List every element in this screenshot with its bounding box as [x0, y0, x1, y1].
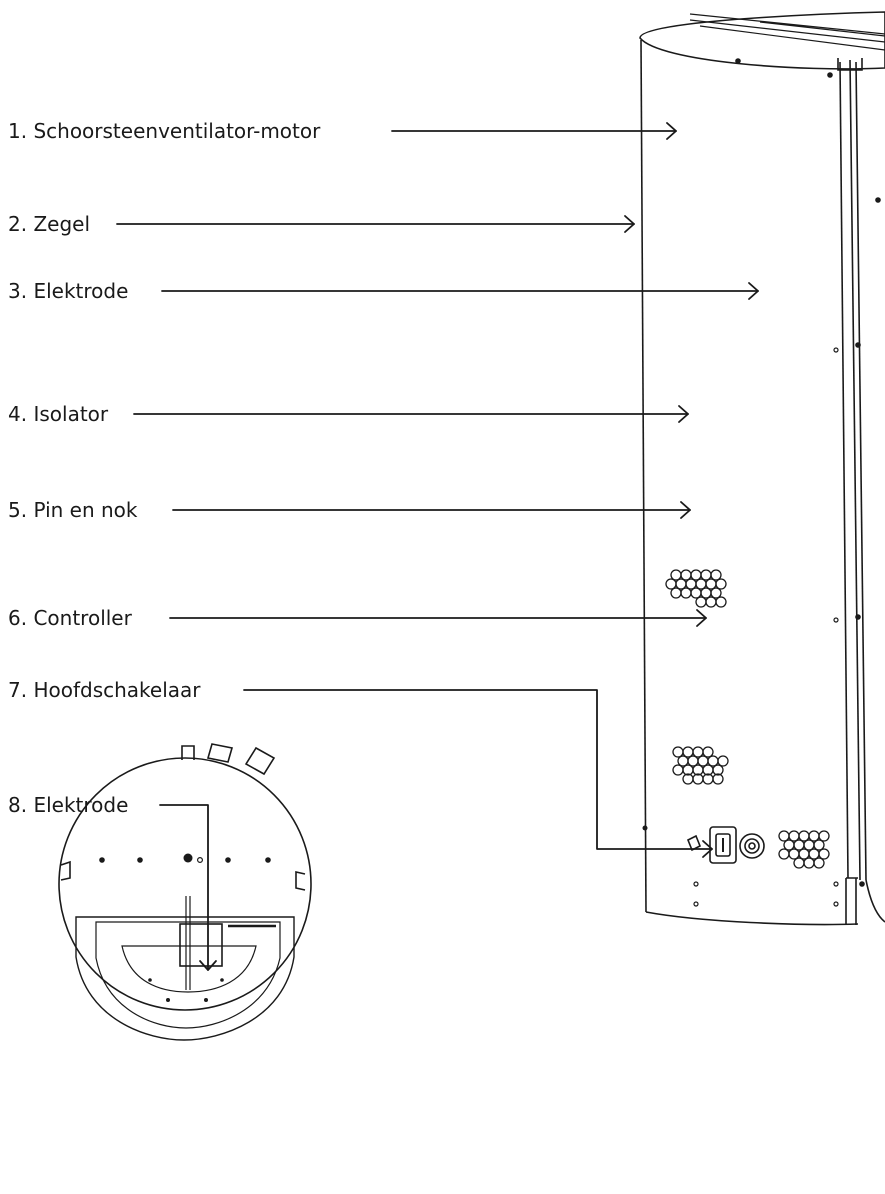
unit-screws	[642, 58, 881, 887]
base-chamber-bowl	[121, 945, 257, 993]
callout-label-7: 7. Hoofdschakelaar	[8, 678, 201, 702]
callout-text: Elektrode	[33, 279, 129, 303]
base-tab-left	[60, 860, 71, 881]
vent-lower	[778, 830, 830, 869]
unit-base-view	[58, 743, 312, 1041]
base-tab-right	[295, 871, 306, 891]
main-switch-drawing	[709, 826, 737, 864]
unit-bottom-rim	[645, 911, 859, 926]
callout-number: 8.	[8, 793, 28, 817]
base-electrode-housing	[179, 923, 223, 967]
unit-screw-holes	[693, 347, 839, 907]
unit-left-edge	[640, 39, 647, 913]
unit-top-rim	[639, 11, 885, 70]
leader-lines	[116, 122, 759, 971]
base-fitting-1	[181, 745, 195, 760]
unit-top-bracket	[837, 58, 863, 71]
base-chamber-inner	[95, 921, 281, 1029]
callout-text: Zegel	[33, 212, 91, 236]
callout-label-8: 8. Elektrode	[8, 793, 128, 817]
callout-text: Schoorsteenventilator-motor	[33, 119, 321, 143]
callout-text: Pin en nok	[33, 498, 138, 522]
vent-upper	[665, 569, 727, 608]
base-fitting-3	[244, 746, 276, 776]
leader-2	[116, 215, 635, 233]
callout-label-2: 2. Zegel	[8, 212, 90, 236]
callout-number: 3.	[8, 279, 28, 303]
base-screw-holes	[197, 856, 204, 863]
round-connector-drawing	[739, 833, 765, 859]
base-fitting-2	[206, 743, 234, 763]
leader-5	[172, 501, 691, 519]
unit-side-view	[639, 11, 885, 926]
leader-8	[159, 804, 217, 971]
unit-seam-line-3	[855, 61, 867, 881]
vent-middle	[672, 746, 729, 785]
callout-number: 6.	[8, 606, 28, 630]
callout-label-1: 1. Schoorsteenventilator-motor	[8, 119, 320, 143]
callout-number: 1.	[8, 119, 28, 143]
leader-3	[161, 282, 759, 300]
leader-7	[243, 689, 713, 858]
callout-text: Elektrode	[33, 793, 129, 817]
callout-number: 7.	[8, 678, 28, 702]
unit-seam-line-2	[849, 59, 861, 881]
side-fitting	[686, 834, 702, 852]
callout-text: Hoofdschakelaar	[33, 678, 201, 702]
callout-label-3: 3. Elektrode	[8, 279, 128, 303]
callout-label-6: 6. Controller	[8, 606, 132, 630]
callout-label-4: 4. Isolator	[8, 402, 108, 426]
callout-number: 2.	[8, 212, 28, 236]
base-screws	[99, 853, 271, 1002]
unit-top-rail	[689, 13, 885, 51]
base-outer-circle	[58, 757, 312, 1011]
callout-label-5: 5. Pin en nok	[8, 498, 138, 522]
leader-4	[133, 405, 689, 423]
callout-number: 4.	[8, 402, 28, 426]
unit-right-lower-edge	[865, 879, 885, 923]
callout-text: Isolator	[33, 402, 109, 426]
leader-6	[169, 609, 707, 627]
callout-number: 5.	[8, 498, 28, 522]
base-chamber-outer	[75, 916, 295, 1041]
unit-seam-line-1	[839, 61, 849, 879]
leader-1	[391, 122, 677, 140]
unit-seam-bottom-bracket	[845, 877, 858, 925]
callout-text: Controller	[33, 606, 132, 630]
